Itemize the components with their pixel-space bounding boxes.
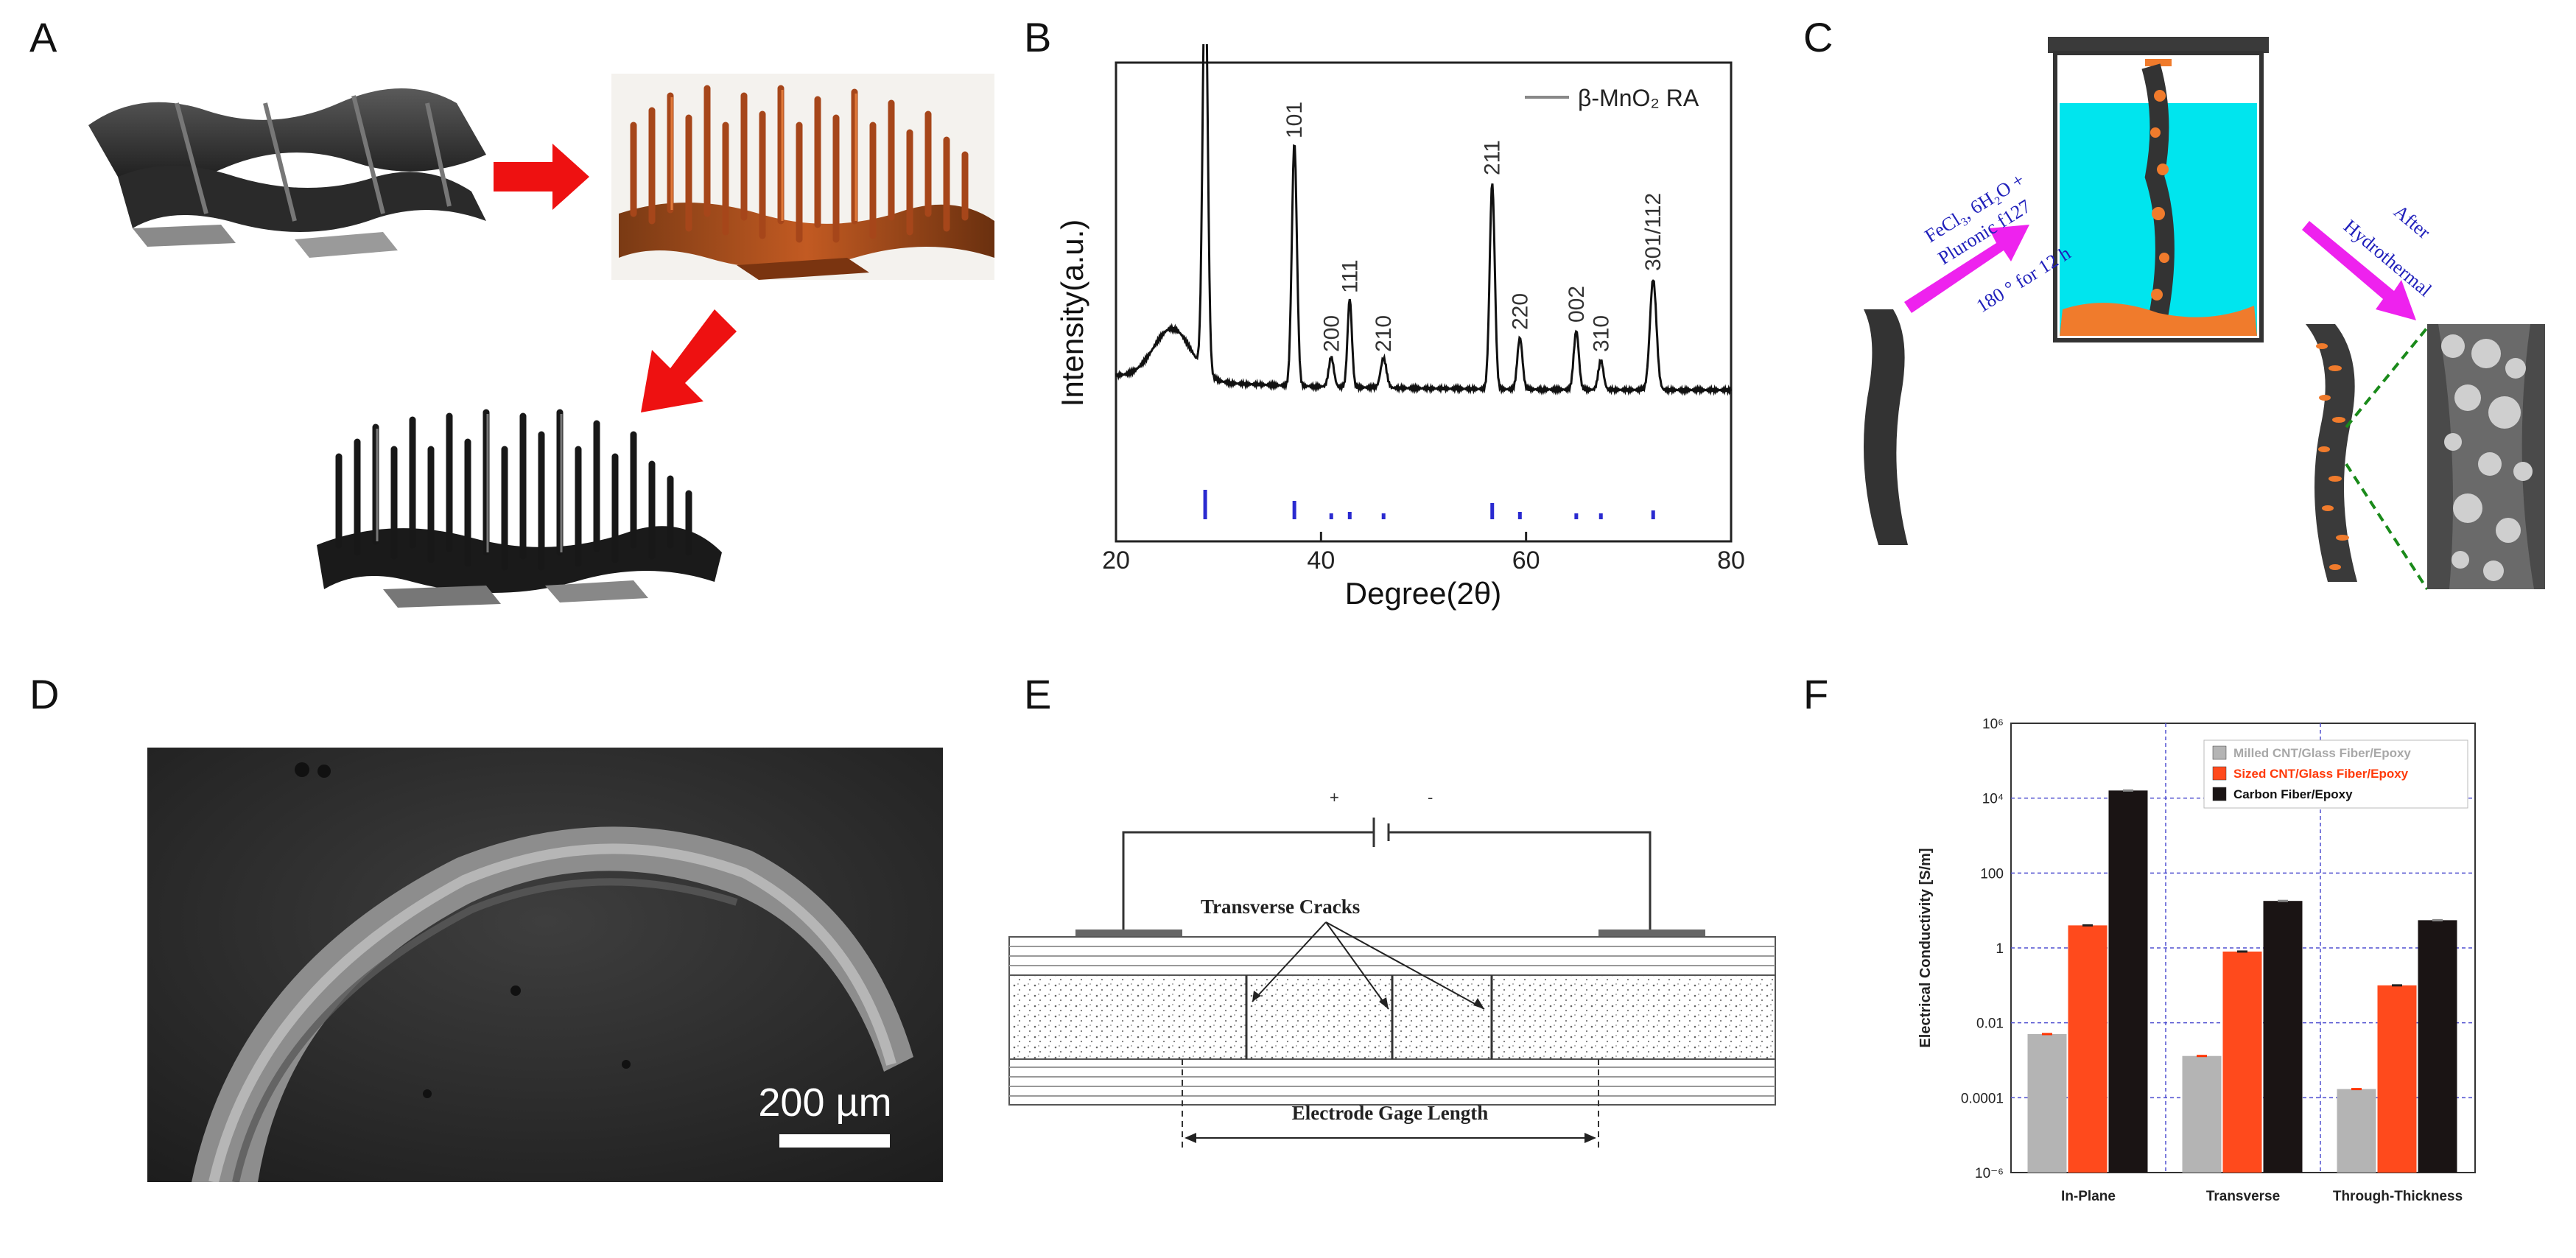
panel-a-schematic bbox=[88, 74, 994, 608]
electrode-schematic: + - Transverse Cracks Electrode Gage Len… bbox=[1008, 788, 1776, 1149]
crack-arrows bbox=[1252, 921, 1485, 1010]
conductivity-bar bbox=[2068, 925, 2108, 1173]
autoclave bbox=[2048, 37, 2269, 342]
panel-label-c: C bbox=[1803, 14, 1833, 60]
conductivity-bar bbox=[2263, 901, 2303, 1173]
coated-particles bbox=[2316, 343, 2349, 570]
xrd-x-tick-label: 40 bbox=[1307, 547, 1335, 574]
xrd-peak-label: 301/112 bbox=[1641, 193, 1666, 271]
conductivity-bar bbox=[2418, 920, 2457, 1173]
xrd-x-tick-label: 60 bbox=[1512, 547, 1540, 574]
xrd-peak-label: 111 bbox=[1338, 259, 1362, 293]
xrd-plot-frame bbox=[1115, 61, 1733, 543]
crack-lines bbox=[1245, 975, 1493, 1059]
conductivity-x-tick-label: In-Plane bbox=[2061, 1189, 2116, 1204]
legend-label: Carbon Fiber/Epoxy bbox=[2233, 787, 2353, 801]
xrd-peak-label: 101 bbox=[1282, 102, 1307, 138]
xrd-peak-label: 310 bbox=[1589, 315, 1613, 352]
battery-minus-label: - bbox=[1428, 788, 1433, 807]
xrd-y-axis-label: Intensity(a.u.) bbox=[1055, 219, 1089, 407]
arrow-text-after: After bbox=[2390, 200, 2435, 243]
circuit-wire bbox=[1122, 831, 1374, 935]
xrd-pattern-line bbox=[1115, 44, 1733, 396]
conductivity-bar bbox=[2182, 1055, 2222, 1173]
carbon-fiber-bundle bbox=[1864, 309, 1908, 545]
brown-rod-fabric bbox=[611, 74, 994, 280]
conductivity-chart: 10⁻⁶ 0.0001 0.01 1 100 10⁴ 10⁶ In-Plane Transve… bbox=[1917, 717, 2476, 1204]
panel-label-b: B bbox=[1024, 14, 1052, 60]
xrd-x-axis-label: Degree(2θ) bbox=[1345, 576, 1501, 611]
conductivity-y-tick-label: 10⁴ bbox=[1982, 792, 2004, 807]
conductivity-y-tick-label: 1 bbox=[1996, 941, 2004, 957]
electrode-left bbox=[1075, 930, 1182, 937]
arrow-down-left-icon bbox=[641, 309, 737, 412]
battery-plus-label: + bbox=[1330, 788, 1339, 807]
black-rod-fabric bbox=[317, 409, 722, 608]
legend-swatch bbox=[2212, 745, 2227, 760]
conductivity-y-tick-label: 10⁻⁶ bbox=[1975, 1166, 2004, 1181]
conductivity-bar bbox=[2337, 1089, 2376, 1173]
conductivity-y-tick-label: 100 bbox=[1980, 866, 2004, 882]
conductivity-y-tick-label: 10⁶ bbox=[1982, 717, 2004, 732]
xrd-x-tick-label: 80 bbox=[1717, 547, 1745, 574]
panel-c-hydrothermal-schematic: FeCl₃, 6H₂O + Pluronic f127 180 ° for 12… bbox=[1864, 37, 2545, 591]
panel-label-a: A bbox=[29, 14, 57, 60]
arrow-right-icon bbox=[494, 144, 589, 210]
xrd-peak-label: 200 bbox=[1319, 315, 1344, 352]
woven-fabric bbox=[88, 88, 486, 258]
conductivity-y-tick-label: 0.0001 bbox=[1961, 1091, 2004, 1106]
circuit-wire bbox=[1389, 831, 1652, 935]
coated-fiber bbox=[2306, 324, 2357, 582]
xrd-peak-label: 220 bbox=[1508, 293, 1532, 330]
legend-swatch bbox=[2212, 766, 2227, 781]
legend-swatch bbox=[2212, 787, 2227, 801]
conductivity-x-tick-label: Transverse bbox=[2206, 1189, 2280, 1204]
transverse-cracks-label: Transverse Cracks bbox=[1201, 896, 1360, 918]
conductivity-x-tick-label: Through-Thickness bbox=[2333, 1189, 2463, 1204]
xrd-peak-label: 002 bbox=[1565, 286, 1589, 323]
sem-inset-image bbox=[2427, 324, 2545, 589]
xrd-peak-label: 211 bbox=[1481, 140, 1505, 175]
process-arrow-icon bbox=[2302, 221, 2416, 320]
panel-label-f: F bbox=[1803, 671, 1829, 717]
zoom-line bbox=[2345, 463, 2429, 591]
zoom-line bbox=[2345, 326, 2429, 429]
panel-label-e: E bbox=[1024, 671, 1052, 717]
electrode-right bbox=[1598, 930, 1705, 937]
legend-label: Sized CNT/Glass Fiber/Epoxy bbox=[2233, 767, 2409, 781]
panel-label-d: D bbox=[29, 671, 60, 717]
legend-label: Milled CNT/Glass Fiber/Epoxy bbox=[2233, 746, 2411, 760]
conductivity-bar bbox=[2222, 951, 2262, 1173]
xrd-peak-label: 210 bbox=[1372, 315, 1396, 352]
conductivity-y-tick-label: 0.01 bbox=[1976, 1016, 2004, 1032]
gage-length-label: Electrode Gage Length bbox=[1292, 1102, 1488, 1124]
xrd-legend-label: β-MnO₂ RA bbox=[1578, 85, 1699, 111]
xrd-x-tick-label: 20 bbox=[1102, 547, 1130, 574]
conductivity-bar bbox=[2377, 985, 2417, 1173]
scale-bar-label: 200 µm bbox=[758, 1080, 891, 1125]
scale-bar bbox=[779, 1134, 890, 1148]
process-arrow-icon bbox=[1904, 225, 2029, 313]
conductivity-bar bbox=[2027, 1033, 2067, 1173]
sem-yarn-image: 200 µm bbox=[147, 748, 943, 1182]
conductivity-y-axis-label: Electrical Conductivity [S/m] bbox=[1917, 848, 1934, 1047]
conductivity-bar bbox=[2108, 790, 2148, 1173]
